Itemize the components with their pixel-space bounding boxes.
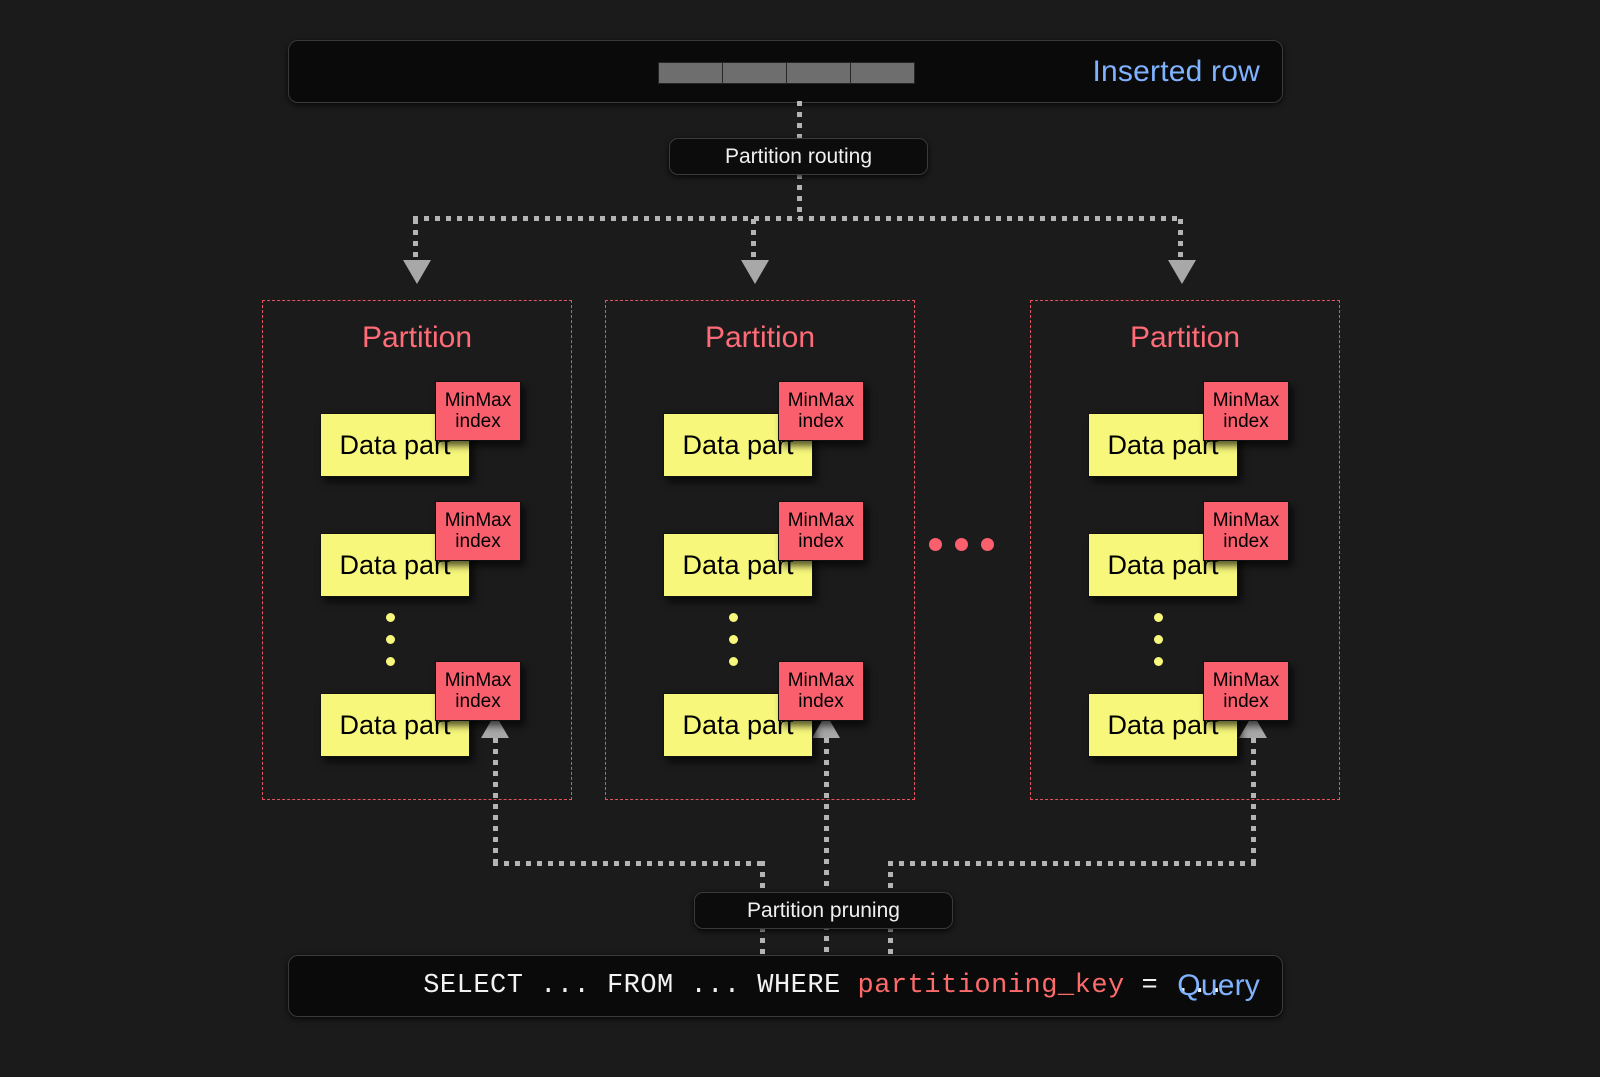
partition-pruning-label: Partition pruning — [747, 898, 900, 922]
row-cell — [722, 62, 787, 84]
partitions-ellipsis — [929, 538, 994, 551]
minmax-line-2: index — [455, 411, 501, 432]
pruning-bus-left — [493, 861, 760, 866]
row-cell — [850, 62, 915, 84]
minmax-line-2: index — [455, 691, 501, 712]
pruning-bus-right — [888, 861, 1256, 866]
data-part: Data part — [1088, 693, 1238, 757]
ellipsis-dot — [1154, 657, 1163, 666]
minmax-line-1: MinMax — [1212, 389, 1280, 411]
ellipsis-dot — [729, 635, 738, 644]
row-cell — [786, 62, 851, 84]
ellipsis-dot — [729, 613, 738, 622]
minmax-line-2: index — [798, 531, 844, 552]
partition-title: Partition — [361, 321, 473, 354]
row-cell — [658, 62, 723, 84]
minmax-line-1: MinMax — [444, 389, 512, 411]
routing-bus-horizontal — [413, 216, 1182, 221]
minmax-line-1: MinMax — [787, 389, 855, 411]
connector-bus-to-partition-2 — [1178, 219, 1183, 262]
sql-suffix: = ... — [1124, 971, 1225, 1001]
minmax-line-2: index — [1223, 411, 1269, 432]
arrow-down-partition-2 — [1168, 260, 1196, 284]
minmax-line-1: MinMax — [444, 669, 512, 691]
data-parts-ellipsis — [729, 613, 738, 666]
inserted-row-label: Inserted row — [1092, 54, 1260, 88]
connector-bus-to-partition-1 — [751, 219, 756, 262]
partition-title: Partition — [704, 321, 816, 354]
ellipsis-dot — [729, 657, 738, 666]
ellipsis-dot — [386, 635, 395, 644]
connector-pruning-to-partition-2 — [1251, 738, 1256, 864]
ellipsis-dot — [1154, 635, 1163, 644]
minmax-line-1: MinMax — [1212, 509, 1280, 531]
ellipsis-dot — [955, 538, 968, 551]
ellipsis-dot — [386, 613, 395, 622]
partition-routing-label: Partition routing — [724, 144, 873, 168]
data-part: Data part — [1088, 413, 1238, 477]
connector-pruning-to-partition-0 — [493, 738, 498, 864]
arrow-down-partition-0 — [403, 260, 431, 284]
minmax-line-1: MinMax — [444, 509, 512, 531]
connector-routing-to-bus — [797, 174, 802, 219]
ellipsis-dot — [981, 538, 994, 551]
connector-bus-to-partition-0 — [413, 219, 418, 262]
minmax-line-2: index — [1223, 691, 1269, 712]
query-label: Query — [1177, 969, 1260, 1002]
minmax-line-1: MinMax — [787, 509, 855, 531]
connector-pruning-to-partition-1 — [824, 738, 829, 956]
minmax-line-1: MinMax — [1212, 669, 1280, 691]
minmax-line-2: index — [798, 691, 844, 712]
data-parts-ellipsis — [1154, 613, 1163, 666]
partition-routing-pill[interactable]: Partition routing — [669, 138, 928, 175]
data-part: Data part — [320, 533, 470, 597]
sql-partitioning-key: partitioning_key — [857, 971, 1125, 1001]
data-parts-ellipsis — [386, 613, 395, 666]
query-bar: SELECT ... FROM ... WHERE partitioning_k… — [288, 955, 1283, 1017]
ellipsis-dot — [386, 657, 395, 666]
connector-row-to-routing — [797, 101, 802, 141]
inserted-row-cells — [658, 62, 915, 84]
minmax-line-1: MinMax — [787, 669, 855, 691]
minmax-line-2: index — [455, 531, 501, 552]
inserted-row-bar: Inserted row — [288, 40, 1283, 103]
ellipsis-dot — [929, 538, 942, 551]
partition-title: Partition — [1129, 321, 1241, 354]
minmax-line-2: index — [798, 411, 844, 432]
minmax-line-2: index — [1223, 531, 1269, 552]
partition-pruning-pill[interactable]: Partition pruning — [694, 892, 953, 929]
arrow-down-partition-1 — [741, 260, 769, 284]
sql-prefix: SELECT ... FROM ... WHERE — [423, 971, 858, 1001]
query-sql-text: SELECT ... FROM ... WHERE partitioning_k… — [323, 941, 1225, 1031]
ellipsis-dot — [1154, 613, 1163, 622]
